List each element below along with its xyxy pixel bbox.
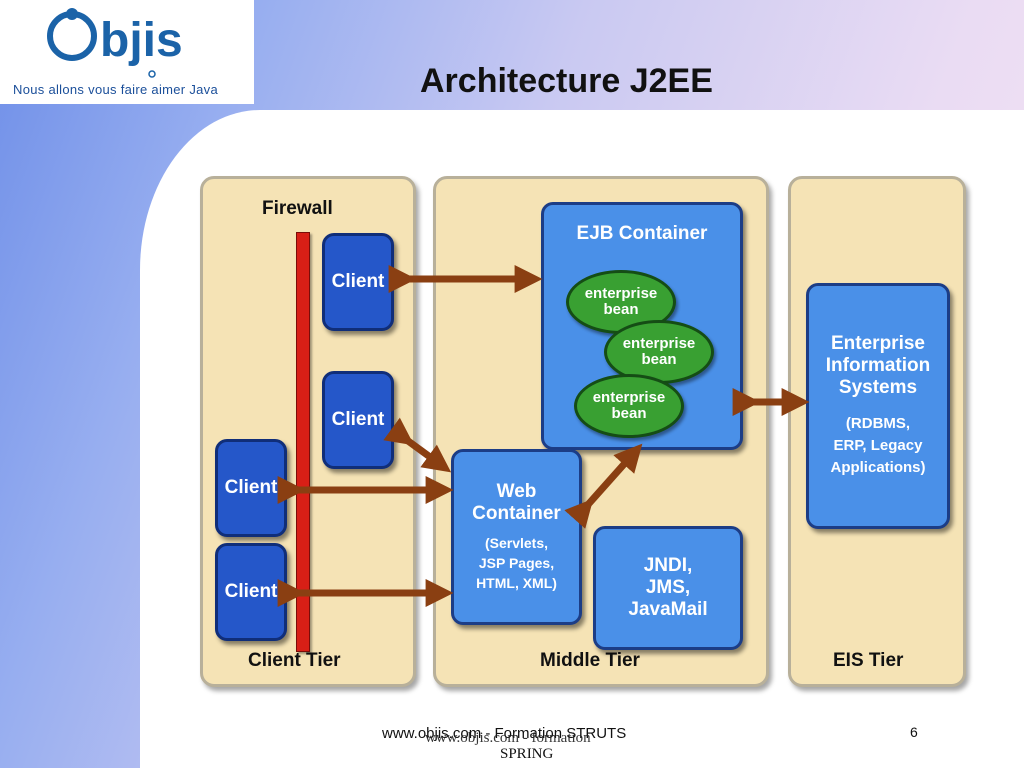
logo-tagline: Nous allons vous faire aimer Java [13,82,218,97]
web-container-title: Container [472,503,561,524]
bean-label: bean [611,405,647,422]
bean-label: enterprise [592,389,666,406]
jndi-label: JNDI, [643,555,693,576]
web-ejb-arrow [564,443,643,529]
eis-detail: Applications) [830,459,926,476]
bean-label: bean [641,351,677,368]
slide-title: Architecture J2EE [420,62,713,100]
eis-detail: (RDBMS, [845,415,911,432]
web-container-detail: (Servlets, [484,535,549,551]
web-container-detail: HTML, XML) [476,575,557,591]
logo-icon: bjis [47,8,183,78]
footer-spring: SPRING [500,746,554,762]
web-container: Web Container (Servlets, JSP Pages, HTML… [451,449,582,625]
firewall-bar [296,232,310,652]
enterprise-information-systems: Enterprise Information Systems (RDBMS, E… [806,283,950,529]
client-box: Client [322,371,394,469]
client-box: Client [322,233,394,331]
page-number: 6 [910,724,918,740]
eis-tier-label: EIS Tier [833,650,904,671]
svg-text:bjis: bjis [100,14,183,67]
client-box: Client [215,543,287,641]
jms-label: JMS, [645,577,691,598]
client-tier-label: Client Tier [248,650,341,671]
ejb-container-title: EJB Container [576,223,708,244]
footer-overlay-text: www.objis.com - formation [425,730,591,746]
bean-label: bean [603,301,639,318]
middle-tier-label: Middle Tier [540,650,640,671]
eis-detail: ERP, Legacy [833,437,923,454]
eis-title: Systems [838,377,918,398]
web-container-detail: JSP Pages, [478,555,555,571]
footer-text: www.objis.com - Formation STRUTS [382,725,627,742]
eis-title: Information [825,355,931,376]
client-web-arrow [383,417,452,473]
eis-title: Enterprise [831,333,925,354]
logo: bjis Nous allons vous faire aimer Java [0,0,254,104]
firewall-label: Firewall [262,198,333,219]
jndi-jms-javamail-box: JNDI, JMS, JavaMail [593,526,743,650]
web-container-title: Web [496,481,537,502]
bean-label: enterprise [622,335,696,352]
client-box: Client [215,439,287,537]
javamail-label: JavaMail [628,599,708,620]
bean-label: enterprise [584,285,658,302]
